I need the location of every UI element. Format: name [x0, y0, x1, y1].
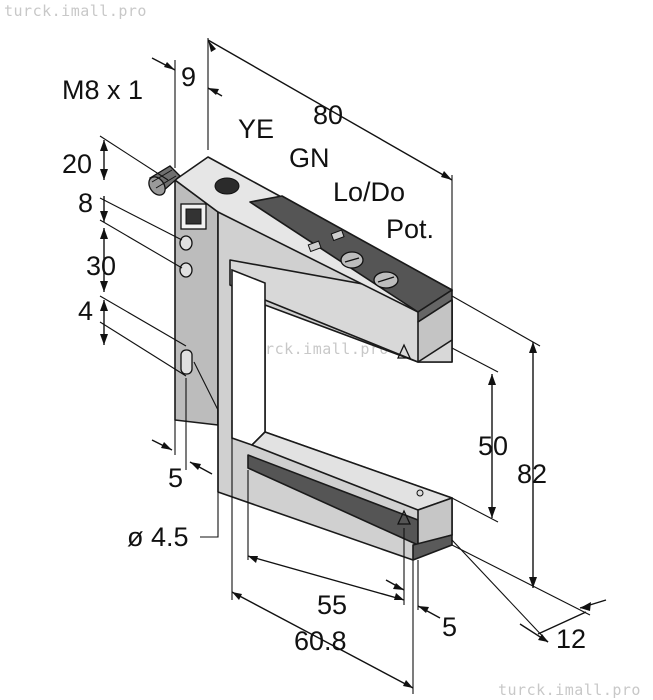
label-50: 50 — [478, 431, 508, 461]
label-82: 82 — [517, 459, 547, 489]
led-green — [330, 229, 345, 242]
label-55: 55 — [317, 590, 347, 620]
arrow-mark-upper — [396, 343, 412, 359]
led-yellow — [307, 240, 322, 253]
label-4: 4 — [78, 296, 93, 326]
watermark-center: turck.imall.pro — [246, 340, 389, 358]
arrow-mark-lower — [396, 509, 412, 525]
watermark-bottom: turck.imall.pro — [498, 681, 641, 699]
label-8: 8 — [78, 188, 93, 218]
sensor-body — [148, 156, 453, 561]
label-gn: GN — [289, 143, 330, 173]
label-5-arm: 5 — [442, 612, 457, 642]
label-lo-do: Lo/Do — [333, 177, 405, 207]
side-slot — [180, 349, 193, 375]
label-12: 12 — [556, 624, 586, 654]
label-m8x1: M8 x 1 — [62, 75, 143, 105]
label-60-8: 60.8 — [294, 626, 347, 656]
label-9: 9 — [181, 62, 196, 92]
indicator-dot — [416, 489, 424, 497]
dimension-lines — [99, 38, 607, 694]
label-80: 80 — [313, 100, 343, 130]
label-20: 20 — [62, 149, 92, 179]
arrowheads — [100, 40, 591, 688]
dimension-labels: M8 x 1 9 80 YE GN Lo/Do Pot. 20 8 30 4 5… — [62, 62, 586, 656]
side-hole-1 — [179, 235, 193, 251]
mounting-hole-top — [214, 177, 240, 195]
label-30: 30 — [86, 251, 116, 281]
label-5-slot: 5 — [168, 463, 183, 493]
label-ye: YE — [238, 114, 274, 144]
label-pot: Pot. — [386, 214, 434, 244]
watermark-top: turck.imall.pro — [4, 2, 147, 20]
side-hole-2 — [179, 262, 193, 278]
label-hole-diameter: ø 4.5 — [127, 522, 189, 552]
